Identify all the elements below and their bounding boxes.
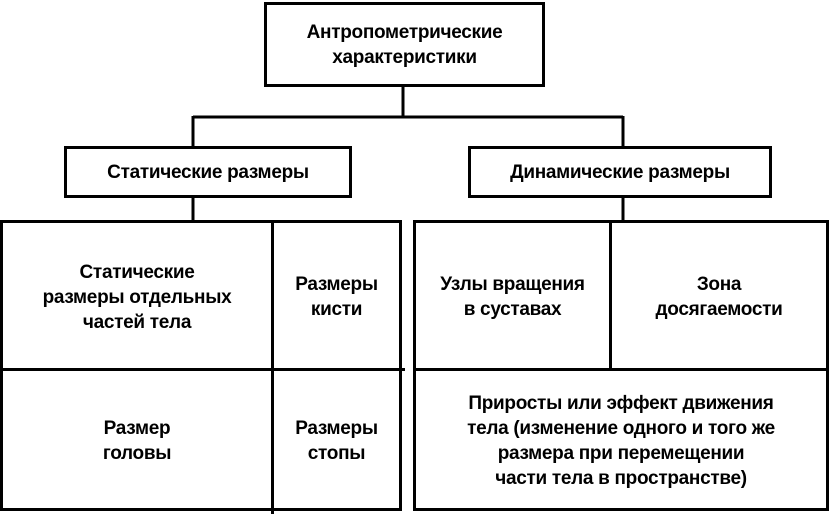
static-sizes-table: Статические размеры отдельных частей тел… bbox=[0, 220, 405, 514]
dynamic-table-divider-vertical bbox=[609, 223, 612, 371]
dynamic-sizes-node: Динамические размеры bbox=[468, 146, 772, 198]
reach-zone-text: Зона досягаемости bbox=[655, 274, 783, 320]
hand-sizes-cell: Размеры кисти bbox=[274, 223, 399, 371]
movement-increments-cell: Приросты или эффект движения тела (измен… bbox=[416, 371, 826, 511]
static-table-divider-horizontal bbox=[3, 368, 405, 371]
static-parts-text: Статические размеры отдельных частей тел… bbox=[42, 261, 232, 333]
foot-sizes-cell: Размеры стопы bbox=[274, 371, 399, 511]
root-node: Антропометрические характеристики bbox=[264, 2, 545, 87]
dynamic-sizes-table: Узлы вращения в суставах Зона досягаемос… bbox=[413, 220, 829, 511]
static-sizes-label: Статические размеры bbox=[107, 161, 309, 183]
reach-zone-cell: Зона досягаемости bbox=[612, 223, 826, 371]
joint-rotation-text: Узлы вращения в суставах bbox=[440, 274, 585, 320]
foot-sizes-text: Размеры стопы bbox=[295, 418, 378, 464]
joint-rotation-cell: Узлы вращения в суставах bbox=[416, 223, 609, 371]
head-size-cell: Размер головы bbox=[3, 371, 271, 511]
static-sizes-node: Статические размеры bbox=[64, 146, 352, 198]
static-parts-cell: Статические размеры отдельных частей тел… bbox=[3, 223, 271, 371]
hand-sizes-text: Размеры кисти bbox=[295, 274, 378, 320]
head-size-text: Размер головы bbox=[102, 418, 172, 464]
movement-increments-text: Приросты или эффект движения тела (измен… bbox=[467, 393, 775, 489]
dynamic-table-divider-horizontal bbox=[416, 368, 829, 371]
root-node-label: Антропометрические характеристики bbox=[306, 21, 503, 68]
dynamic-sizes-label: Динамические размеры bbox=[510, 161, 730, 183]
